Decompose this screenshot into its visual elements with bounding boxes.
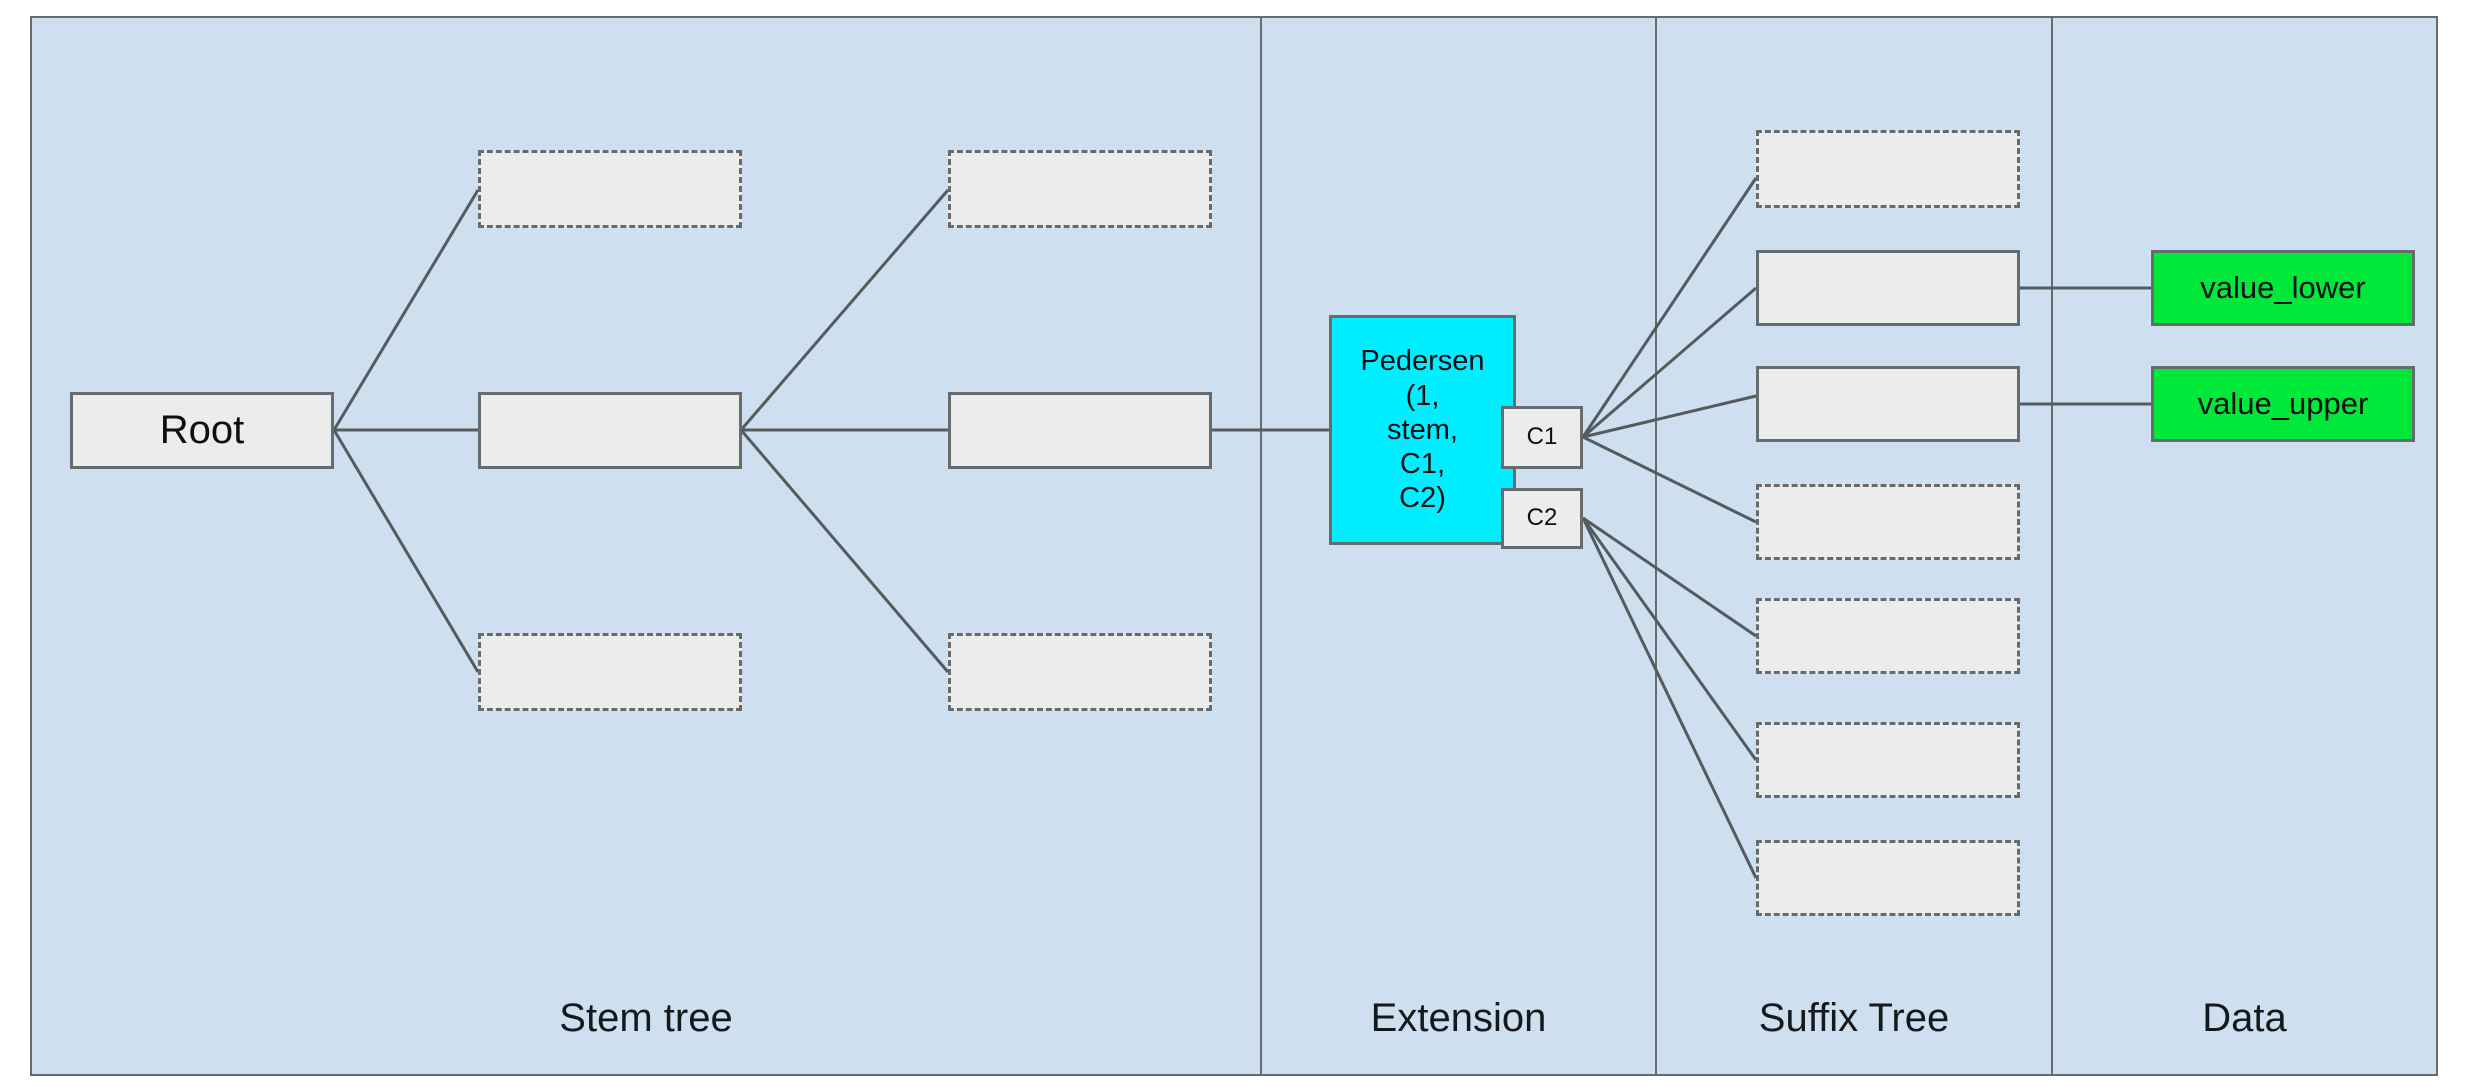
suffix-node-6[interactable]: [1756, 840, 2020, 916]
stem-node-l1-mid[interactable]: [478, 392, 742, 469]
commitment-line-5: C2): [1399, 482, 1446, 515]
extension-chip-c1[interactable]: C1: [1501, 406, 1583, 469]
commitment-line-4: C1,: [1399, 448, 1446, 481]
data-node-value-upper[interactable]: value_upper: [2151, 366, 2415, 442]
commitment-line-3: stem,: [1387, 413, 1458, 446]
suffix-node-2[interactable]: [1756, 366, 2020, 442]
commitment-line-2: (1,: [1405, 379, 1440, 412]
stem-node-l1-top[interactable]: [478, 150, 742, 228]
data-node-value-lower[interactable]: value_lower: [2151, 250, 2415, 326]
panel-label-data: Data: [2202, 996, 2287, 1040]
stem-node-l1-bottom[interactable]: [478, 633, 742, 711]
suffix-node-1[interactable]: [1756, 250, 2020, 326]
extension-commitment-node[interactable]: Pedersen (1, stem, C1, C2): [1329, 315, 1516, 545]
stem-node-l2-bottom[interactable]: [948, 633, 1212, 711]
extension-chip-c2[interactable]: C2: [1501, 488, 1583, 549]
panel-extension: [1260, 16, 1657, 1076]
panel-label-stem-tree: Stem tree: [559, 996, 733, 1040]
suffix-node-0[interactable]: [1756, 130, 2020, 208]
suffix-node-4[interactable]: [1756, 598, 2020, 674]
suffix-node-5[interactable]: [1756, 722, 2020, 798]
stem-node-l2-top[interactable]: [948, 150, 1212, 228]
panel-label-extension: Extension: [1370, 996, 1547, 1040]
suffix-node-3[interactable]: [1756, 484, 2020, 560]
panel-data: [2051, 16, 2438, 1076]
panel-label-suffix-tree: Suffix Tree: [1758, 996, 1950, 1040]
stem-node-root[interactable]: Root: [70, 392, 334, 469]
commitment-line-1: Pedersen: [1360, 345, 1485, 378]
stem-node-l2-mid[interactable]: [948, 392, 1212, 469]
